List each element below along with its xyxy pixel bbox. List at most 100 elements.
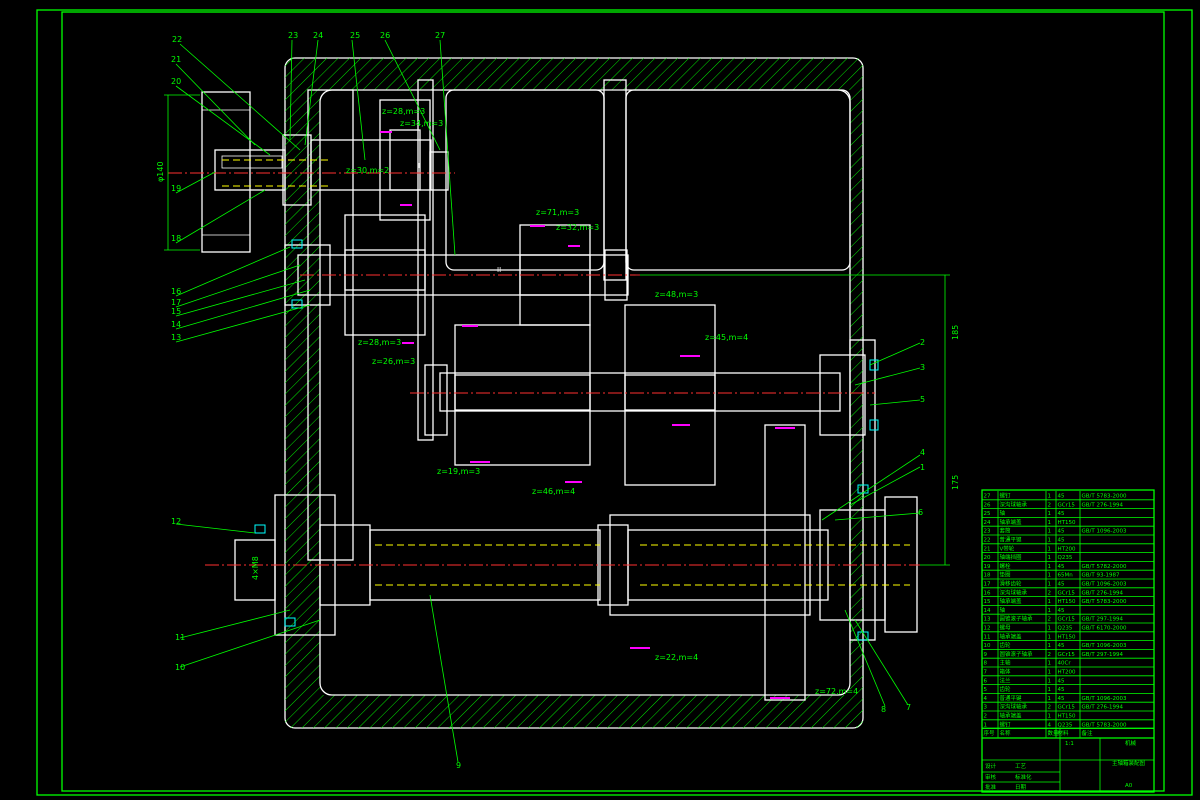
balloon: 10 <box>175 663 185 672</box>
table-cell: 25 <box>984 511 991 517</box>
table-cell: 齿轮 <box>1000 641 1012 649</box>
table-cell: 1 <box>1048 555 1052 561</box>
table-cell: GB/T 5782-2000 <box>1082 564 1127 570</box>
sign-label: 审核 <box>985 773 997 781</box>
table-cell: 12 <box>984 626 991 632</box>
gear-note: z=45,m=4 <box>705 333 748 342</box>
table-cell: 45 <box>1058 608 1065 614</box>
sign-label: 日期 <box>1015 784 1027 791</box>
gear-note: z=34,m=3 <box>400 119 443 128</box>
table-cell: 螺母 <box>1000 624 1012 632</box>
table-cell: GB/T 276-1994 <box>1082 590 1124 596</box>
balloon: 27 <box>435 31 445 40</box>
sign-label: 工艺 <box>1015 763 1027 770</box>
balloon: 11 <box>175 633 185 642</box>
bearing-note: 4×M8 <box>251 556 260 580</box>
table-cell: GCr15 <box>1058 502 1076 508</box>
balloon: 7 <box>906 703 911 712</box>
table-cell: GB/T 5783-2000 <box>1082 494 1127 500</box>
table-cell: 1 <box>1048 687 1052 693</box>
table-cell: 45 <box>1058 511 1065 517</box>
table-cell: 轴承端盖 <box>1000 597 1023 605</box>
table-cell: 1 <box>1048 582 1052 588</box>
table-cell: 1 <box>1048 520 1052 526</box>
table-cell: 轴 <box>1000 606 1006 614</box>
table-cell: 1 <box>1048 678 1052 684</box>
table-cell: Q235 <box>1058 722 1073 728</box>
table-cell: 轴 <box>1000 509 1006 517</box>
table-cell: 40Cr <box>1058 661 1072 667</box>
table-cell: 24 <box>984 520 991 526</box>
sign-label: 批准 <box>985 783 997 791</box>
table-cell: 45 <box>1058 696 1065 702</box>
table-cell: 7 <box>984 670 988 676</box>
balloon: 15 <box>171 307 181 316</box>
table-cell: 11 <box>984 634 991 640</box>
table-cell: 2 <box>984 714 988 720</box>
sign-label: 标准化 <box>1015 773 1032 781</box>
table-cell: HT200 <box>1058 546 1076 552</box>
table-cell: 2 <box>1048 705 1052 711</box>
balloon: 5 <box>920 395 925 404</box>
gear-note: z=71,m=3 <box>536 208 579 217</box>
table-cell: Q235 <box>1058 555 1073 561</box>
table-cell: 普通平键 <box>1000 694 1023 702</box>
balloon: 21 <box>171 55 181 64</box>
table-cell: GCr15 <box>1058 590 1076 596</box>
table-cell: 1 <box>1048 670 1052 676</box>
balloon: 6 <box>918 508 923 517</box>
balloon: 9 <box>456 761 461 770</box>
table-cell: GB/T 5783-2000 <box>1082 599 1127 605</box>
table-cell: 45 <box>1058 494 1065 500</box>
table-cell: 1 <box>1048 608 1052 614</box>
gear-note: z=32,m=3 <box>556 223 599 232</box>
table-cell: 8 <box>984 661 988 667</box>
table-cell: 6 <box>984 678 988 684</box>
shaft-label: I <box>418 162 420 170</box>
table-cell: 轴承端盖 <box>1000 632 1023 640</box>
table-cell: 螺钉 <box>1000 492 1012 500</box>
title-block-header: 序号名称数量材料备注 <box>984 729 1094 737</box>
balloons: 22 23 24 25 26 27 21 20 19 18 16 17 15 1… <box>171 31 925 770</box>
balloon: 17 <box>171 298 181 307</box>
table-cell: GCr15 <box>1058 705 1076 711</box>
balloon: 18 <box>171 234 181 243</box>
gearbox-housing <box>284 57 876 729</box>
sheet-border-inner <box>61 11 1165 792</box>
table-cell: GB/T 1096-2003 <box>1082 643 1127 649</box>
drawing-name: 主轴箱装配图 <box>1112 759 1146 767</box>
gear-note: z=28,m=3 <box>382 107 425 116</box>
table-cell: 圆锥滚子轴承 <box>1000 650 1034 658</box>
table-cell: 法兰 <box>1000 676 1012 684</box>
table-cell: 1 <box>1048 494 1052 500</box>
table-cell: 26 <box>984 502 991 508</box>
table-cell: 65Mn <box>1058 573 1074 579</box>
balloon: 2 <box>920 338 925 347</box>
table-cell: GB/T 1096-2003 <box>1082 529 1127 535</box>
table-cell: 4 <box>1048 722 1052 728</box>
table-cell: 1 <box>1048 661 1052 667</box>
table-header-cell: 数量 <box>1048 729 1060 737</box>
centerlines <box>168 172 920 566</box>
table-cell: 45 <box>1058 564 1065 570</box>
table-cell: GB/T 5783-2000 <box>1082 722 1127 728</box>
balloon: 8 <box>881 705 886 714</box>
table-cell: 1 <box>1048 564 1052 570</box>
table-cell: 1 <box>1048 634 1052 640</box>
table-cell: 45 <box>1058 678 1065 684</box>
gear-note: z=22,m=4 <box>655 653 698 662</box>
balloon: 22 <box>172 35 182 44</box>
table-cell: 深沟球轴承 <box>1000 588 1028 596</box>
table-cell: 轴端挡圈 <box>1000 553 1023 561</box>
table-cell: 45 <box>1058 582 1065 588</box>
table-cell: GB/T 1096-2003 <box>1082 696 1127 702</box>
table-cell: 23 <box>984 529 991 535</box>
table-cell: 轴承端盖 <box>1000 712 1023 720</box>
table-cell: 2 <box>1048 502 1052 508</box>
table-cell: 螺钉 <box>1000 720 1012 728</box>
table-cell: 15 <box>984 599 991 605</box>
table-cell: 深沟球轴承 <box>1000 500 1028 508</box>
table-cell: 2 <box>1048 617 1052 623</box>
shaft-note: z=30,m=2 <box>346 166 389 175</box>
